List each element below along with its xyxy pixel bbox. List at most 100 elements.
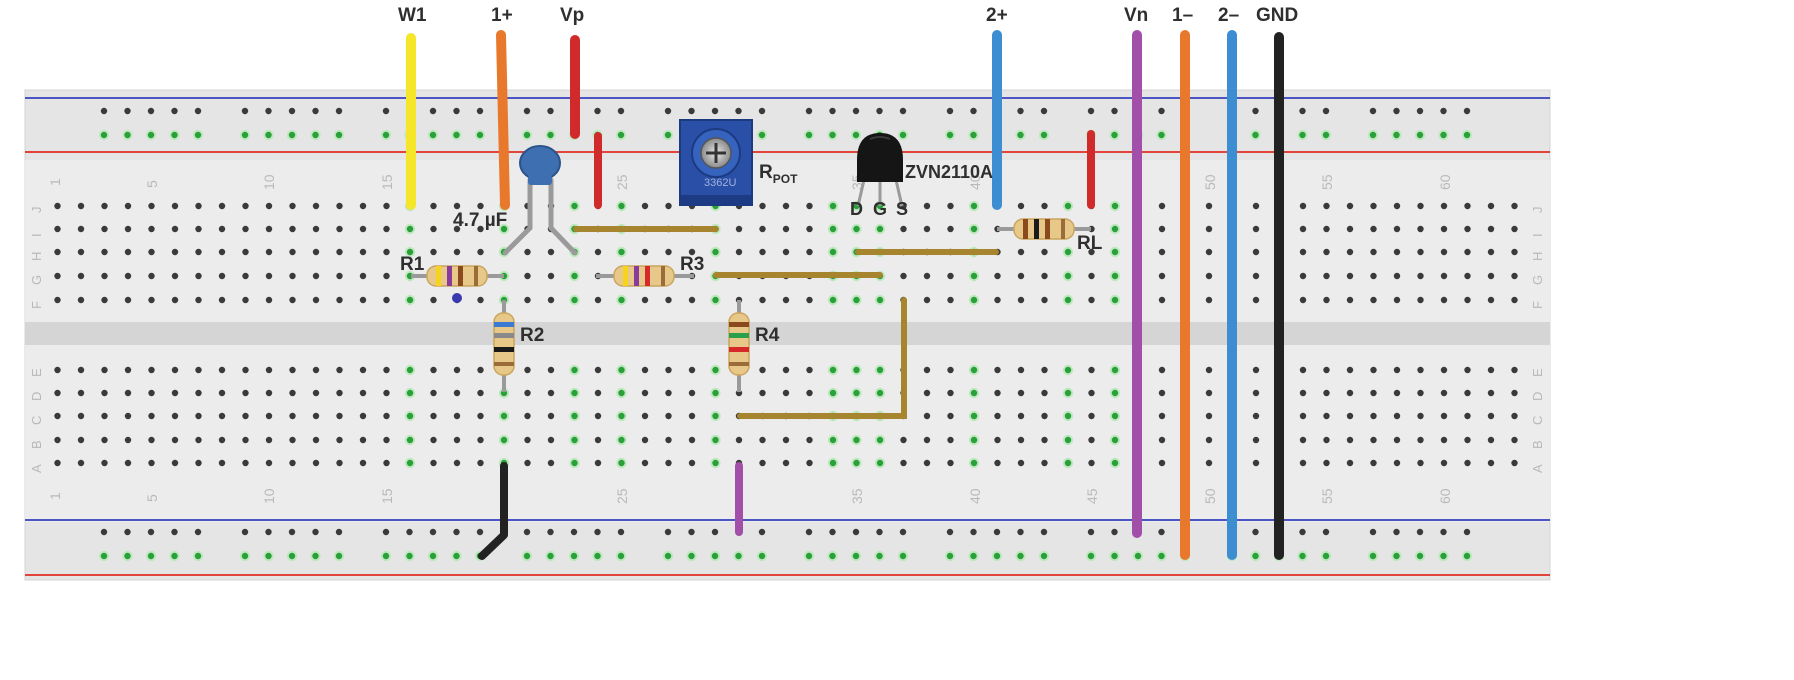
breadboard-hole (1417, 272, 1424, 280)
breadboard-hole (1487, 412, 1495, 420)
breadboard-hole (1370, 272, 1377, 280)
breadboard-hole (594, 107, 601, 115)
breadboard-hole (827, 434, 839, 446)
breadboard-hole (1158, 459, 1166, 467)
breadboard-hole (711, 107, 719, 115)
breadboard-hole (336, 412, 343, 420)
breadboard-hole (1464, 202, 1471, 210)
breadboard-hole (477, 296, 484, 304)
breadboard-hole (1252, 412, 1260, 420)
breadboard-hole (1205, 248, 1213, 256)
breadboard-hole (1346, 296, 1354, 304)
breadboard-hole (171, 296, 179, 304)
breadboard-hole (1062, 294, 1074, 306)
breadboard-hole (641, 412, 649, 420)
breadboard-hole (547, 412, 555, 420)
breadboard-hole (547, 389, 555, 397)
breadboard-hole (430, 225, 437, 233)
breadboard-hole (688, 528, 695, 536)
breadboard-hole (124, 389, 132, 397)
breadboard-hole (968, 294, 980, 306)
resistor-r2 (493, 300, 515, 392)
breadboard-hole (1464, 389, 1471, 397)
breadboard-hole (850, 129, 862, 141)
breadboard-hole (592, 550, 603, 562)
breadboard-hole (1088, 412, 1095, 420)
breadboard-hole (1370, 389, 1377, 397)
breadboard-hole (521, 129, 533, 141)
breadboard-hole (1487, 296, 1495, 304)
breadboard-hole (1017, 436, 1025, 444)
breadboard-hole (498, 223, 510, 235)
breadboard-hole (1346, 202, 1354, 210)
breadboard-hole (383, 202, 390, 210)
breadboard-hole (1062, 387, 1074, 399)
breadboard-hole (453, 366, 461, 374)
svg-text:1: 1 (47, 178, 63, 186)
breadboard-hole (77, 366, 85, 374)
breadboard-hole (1041, 366, 1048, 374)
breadboard-hole (148, 436, 155, 444)
breadboard-hole (1038, 550, 1050, 562)
breadboard-hole (477, 248, 484, 256)
breadboard-hole (1062, 246, 1074, 258)
breadboard-hole (994, 272, 1001, 280)
breadboard-hole (1323, 296, 1330, 304)
breadboard-hole (662, 550, 674, 562)
breadboard-hole (733, 550, 744, 562)
breadboard-hole (923, 296, 931, 304)
breadboard-hole (195, 436, 202, 444)
breadboard-hole (874, 550, 885, 562)
breadboard-hole (710, 457, 721, 469)
breadboard-hole (192, 550, 204, 562)
breadboard-hole (477, 459, 484, 467)
breadboard-hole (77, 225, 85, 233)
breadboard-hole (1111, 528, 1118, 536)
center-channel (25, 322, 1550, 345)
breadboard-hole (1369, 107, 1377, 115)
breadboard-hole (947, 389, 954, 397)
breadboard-hole (404, 410, 416, 422)
breadboard-hole (1323, 225, 1330, 233)
breadboard-hole (827, 246, 839, 258)
breadboard-hole (171, 389, 179, 397)
breadboard-hole (827, 457, 839, 469)
breadboard-hole (851, 223, 862, 235)
breadboard-hole (1438, 550, 1449, 562)
breadboard-hole (688, 389, 696, 397)
label-2-plus: 2+ (986, 5, 1008, 26)
breadboard-hole (333, 129, 345, 141)
breadboard-hole (688, 107, 695, 115)
breadboard-hole (336, 296, 343, 304)
label-vp: Vp (560, 5, 584, 26)
svg-text:60: 60 (1437, 174, 1453, 190)
svg-text:25: 25 (614, 488, 630, 504)
breadboard-hole (477, 366, 484, 374)
breadboard-hole (1299, 366, 1307, 374)
breadboard-hole (1511, 366, 1518, 374)
breadboard-hole (1088, 389, 1095, 397)
breadboard-hole (568, 550, 580, 562)
breadboard-hole (1322, 528, 1330, 536)
breadboard-hole (1109, 129, 1120, 141)
breadboard-hole (1038, 129, 1050, 141)
breadboard-hole (289, 272, 296, 280)
breadboard-hole (404, 457, 416, 469)
breadboard-hole (195, 248, 202, 256)
row-letters-right: J I H G F E D C B A (1530, 207, 1545, 474)
breadboard-hole (1017, 389, 1025, 397)
breadboard-hole (148, 412, 155, 420)
breadboard-hole (477, 412, 484, 420)
breadboard-hole (545, 550, 556, 562)
breadboard-hole (171, 528, 178, 536)
breadboard-hole (944, 129, 956, 141)
breadboard-hole (148, 366, 155, 374)
breadboard-hole (498, 434, 510, 446)
breadboard-hole (1299, 296, 1307, 304)
breadboard-hole (404, 364, 416, 376)
breadboard-hole (665, 436, 672, 444)
breadboard-hole (1158, 528, 1165, 536)
breadboard-hole (477, 202, 484, 210)
label-capacitor: 4.7 µF (453, 210, 507, 231)
breadboard-hole (1487, 225, 1495, 233)
